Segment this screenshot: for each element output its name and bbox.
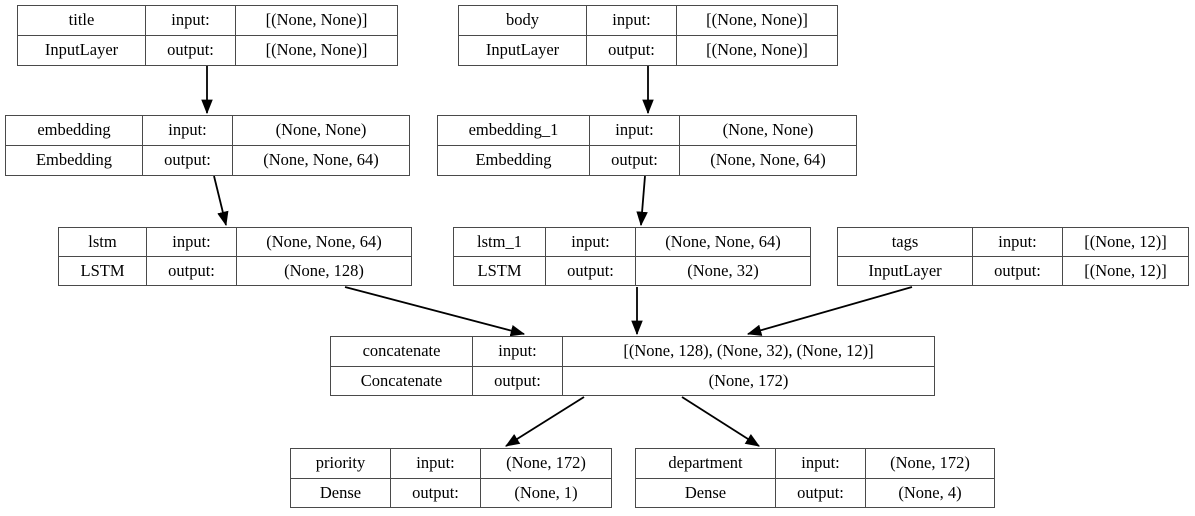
- node-output-label: output:: [546, 257, 636, 285]
- node-layer-name: title: [18, 6, 146, 35]
- node-layer-name: lstm_1: [454, 228, 546, 256]
- edge-embedding-to-lstm: [213, 175, 229, 227]
- node-layer-name: embedding: [6, 116, 143, 145]
- node-output-shape: (None, 32): [687, 260, 759, 280]
- node-output-shape: (None, None, 64): [710, 150, 826, 170]
- node-input-label: input:: [587, 6, 677, 35]
- node-output-label: output:: [391, 478, 481, 507]
- node-class-name: Embedding: [438, 146, 590, 175]
- node-output-label: output:: [147, 257, 237, 285]
- node-input-label: input:: [391, 449, 481, 478]
- node-input-shape: [(None, 12)]: [1084, 231, 1167, 251]
- edge-lstm-to-concatenate: [344, 286, 526, 337]
- node-input-shape: (None, None): [722, 120, 814, 140]
- node-input-label: input:: [776, 449, 866, 478]
- node-input-shape: (None, None, 64): [266, 231, 382, 251]
- node-class-name: Dense: [291, 478, 391, 507]
- edge-concatenate-to-department: [681, 396, 760, 447]
- node-input-label: input:: [147, 228, 237, 256]
- node-output-label: output:: [776, 478, 866, 507]
- node-input-label: input:: [546, 228, 636, 256]
- node-output-label: output:: [473, 366, 563, 395]
- node-input-label: input:: [973, 228, 1063, 256]
- node-input-label: input:: [473, 337, 563, 366]
- node-layer-name: department: [636, 449, 776, 478]
- node-output-label: output:: [590, 146, 680, 175]
- node-output-shape: [(None, 12)]: [1084, 260, 1167, 280]
- node-output-shape: (None, 128): [284, 260, 364, 280]
- node-output-label: output:: [146, 36, 236, 65]
- node-output-shape: [(None, None)]: [265, 40, 368, 60]
- node-layer-name: tags: [838, 228, 973, 256]
- node-output-shape: (None, 1): [514, 482, 578, 502]
- node-class-name: Embedding: [6, 146, 143, 175]
- node-input-label: input:: [143, 116, 233, 145]
- edge-embedding_1-to-lstm_1: [636, 175, 648, 227]
- node-output-shape: (None, 4): [898, 482, 962, 502]
- node-class-name: Concatenate: [331, 366, 473, 395]
- node-class-name: LSTM: [59, 257, 147, 285]
- node-layer-name: priority: [291, 449, 391, 478]
- node-output-shape: [(None, None)]: [706, 40, 808, 60]
- node-output-shape: (None, 172): [708, 370, 789, 390]
- node-output-label: output:: [143, 146, 233, 175]
- node-output-label: output:: [973, 257, 1063, 285]
- node-input-label: input:: [146, 6, 236, 35]
- node-input-shape: [(None, None)]: [265, 10, 368, 30]
- node-layer-name: body: [459, 6, 587, 35]
- node-class-name: Dense: [636, 478, 776, 507]
- node-class-name: InputLayer: [18, 36, 146, 65]
- node-class-name: InputLayer: [838, 257, 973, 285]
- node-layer-name: embedding_1: [438, 116, 590, 145]
- node-output-label: output:: [587, 36, 677, 65]
- node-input-label: input:: [590, 116, 680, 145]
- node-output-shape: (None, None, 64): [263, 150, 379, 170]
- node-input-shape: (None, 172): [506, 453, 586, 472]
- node-layer-name: concatenate: [331, 337, 473, 366]
- edge-tags-to-concatenate: [746, 286, 913, 336]
- node-class-name: InputLayer: [459, 36, 587, 65]
- node-input-shape: (None, 172): [890, 453, 970, 472]
- node-class-name: LSTM: [454, 257, 546, 285]
- edge-concatenate-to-priority: [505, 396, 585, 447]
- node-input-shape: [(None, 128), (None, 32), (None, 12)]: [623, 341, 874, 360]
- node-layer-name: lstm: [59, 228, 147, 256]
- node-input-shape: [(None, None)]: [706, 10, 808, 30]
- node-input-shape: (None, None, 64): [665, 231, 781, 251]
- node-input-shape: (None, None): [275, 120, 367, 140]
